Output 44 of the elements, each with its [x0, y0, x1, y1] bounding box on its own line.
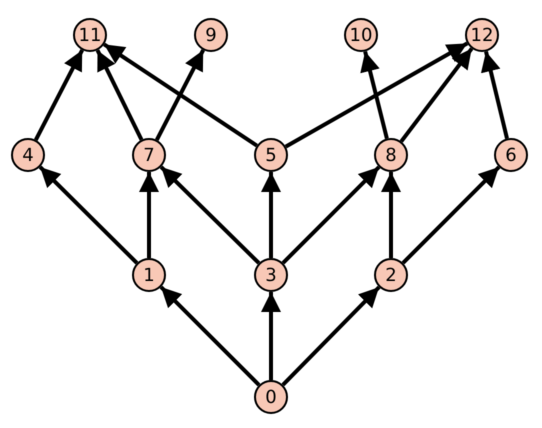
- node-circle: [344, 18, 378, 52]
- arrow: [139, 172, 159, 258]
- arrow: [261, 292, 281, 380]
- node-label: 4: [22, 144, 34, 166]
- node-circle: [254, 380, 288, 414]
- arrow: [284, 42, 468, 148]
- node-label: 3: [265, 264, 277, 286]
- node-circle: [254, 258, 288, 292]
- arrow: [34, 49, 84, 141]
- arrow: [160, 166, 260, 264]
- arrow: [480, 51, 509, 139]
- node-label: 6: [505, 144, 517, 166]
- node-label: 8: [385, 144, 397, 166]
- arrow: [282, 166, 380, 264]
- arrow: [96, 49, 144, 141]
- arrow: [400, 47, 474, 143]
- arrow: [381, 172, 401, 258]
- node-label: 0: [265, 386, 277, 408]
- arrow: [38, 166, 138, 264]
- node-circle: [194, 18, 228, 52]
- node-circle: [73, 18, 107, 52]
- arrow: [402, 166, 500, 264]
- node-circle: [465, 18, 499, 52]
- node-label: 5: [265, 144, 277, 166]
- node-label: 1: [143, 264, 155, 286]
- node-circle: [374, 138, 408, 172]
- node-label: 7: [143, 144, 155, 166]
- arrow: [360, 51, 389, 139]
- node-circle: [11, 138, 45, 172]
- arrow: [155, 49, 205, 141]
- node-circle: [132, 258, 166, 292]
- node-label: 9: [205, 24, 217, 46]
- node-label: 11: [78, 24, 102, 46]
- node-circle: [494, 138, 528, 172]
- node-circle: [374, 258, 408, 292]
- arrow: [282, 286, 380, 386]
- arrow: [261, 172, 281, 258]
- node-label: 10: [350, 24, 372, 46]
- node-circle: [132, 138, 166, 172]
- node-circle: [254, 138, 288, 172]
- arrow: [160, 286, 260, 386]
- node-label: 2: [385, 264, 397, 286]
- node-label: 12: [470, 24, 494, 46]
- arrow: [103, 42, 258, 148]
